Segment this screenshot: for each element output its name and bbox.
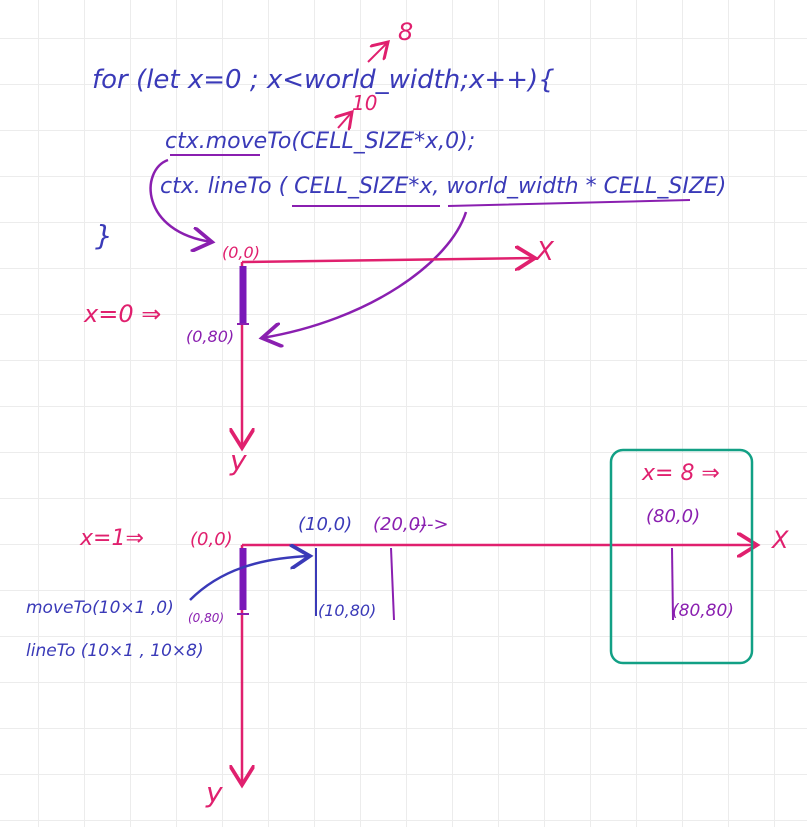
code-line-lineto: ctx. lineTo ( CELL_SIZE*x, world_width *… xyxy=(160,174,726,199)
code-block: for (let x=0 ; x<world_width;x++){ ctx.m… xyxy=(92,18,726,252)
top-y-axis-label: y xyxy=(229,444,247,477)
bottom-x-axis-label: X xyxy=(770,526,789,554)
highlight-box-label: x= 8 ⇒ xyxy=(641,461,720,486)
top-endpoint-label: (0,80) xyxy=(186,327,234,346)
highlight-box: x= 8 ⇒ xyxy=(609,448,754,665)
world-width-note: 8 xyxy=(398,18,413,46)
bottom-origin-label: (0,0) xyxy=(190,529,233,550)
bottom-x-value-label: x=1⇒ xyxy=(79,526,144,551)
bottom-y-axis-label: y xyxy=(205,776,223,809)
top-x-axis xyxy=(241,258,535,262)
bottom-moveto-call: moveTo(10×1 ,0) xyxy=(26,598,174,618)
code-line-for: for (let x=0 ; x<world_width;x++){ xyxy=(92,65,555,95)
bottom-p1-top-label: (10,0) xyxy=(298,514,352,535)
top-x-value-label: x=0 ⇒ xyxy=(83,300,161,328)
bottom-dots-label: ---> xyxy=(414,514,449,535)
bottom-lineto-call: lineTo (10×1 , 10×8) xyxy=(26,641,204,661)
moveto-to-origin-arrow xyxy=(149,158,212,242)
top-diagram: (0,0) X y x=0 ⇒ (0,80) xyxy=(83,237,555,477)
cell-size-note: 10 xyxy=(352,91,377,115)
cell-size-note-arrow xyxy=(338,112,352,128)
bottom-drawn-line-x8 xyxy=(671,547,674,621)
highlight-box-frame xyxy=(609,448,754,665)
bottom-p8-top-label: (80,0) xyxy=(646,506,700,527)
bottom-p0-bottom-label: (0,80) xyxy=(188,611,224,625)
lineto-args-underline xyxy=(292,199,691,207)
code-line-moveto: ctx.moveTo(CELL_SIZE*x,0); xyxy=(165,129,475,154)
moveto-to-p1-arrow xyxy=(189,556,310,601)
bottom-p1-bottom-label: (10,80) xyxy=(318,601,376,620)
top-x-axis-label: X xyxy=(534,237,555,267)
code-line-close-brace: } xyxy=(95,219,113,252)
world-width-note-arrow xyxy=(367,42,388,63)
bottom-p2-top-label: (20,0) xyxy=(373,514,427,535)
bottom-p8-bottom-label: (80,80) xyxy=(672,601,734,621)
bottom-drawn-line-x2 xyxy=(390,547,395,621)
lineto-to-endpoint-arrow xyxy=(262,211,468,338)
top-origin-label: (0,0) xyxy=(222,243,260,262)
bottom-diagram: x=1⇒ (0,0) (10,0) (20,0) ---> (80,0) X y… xyxy=(26,506,789,809)
